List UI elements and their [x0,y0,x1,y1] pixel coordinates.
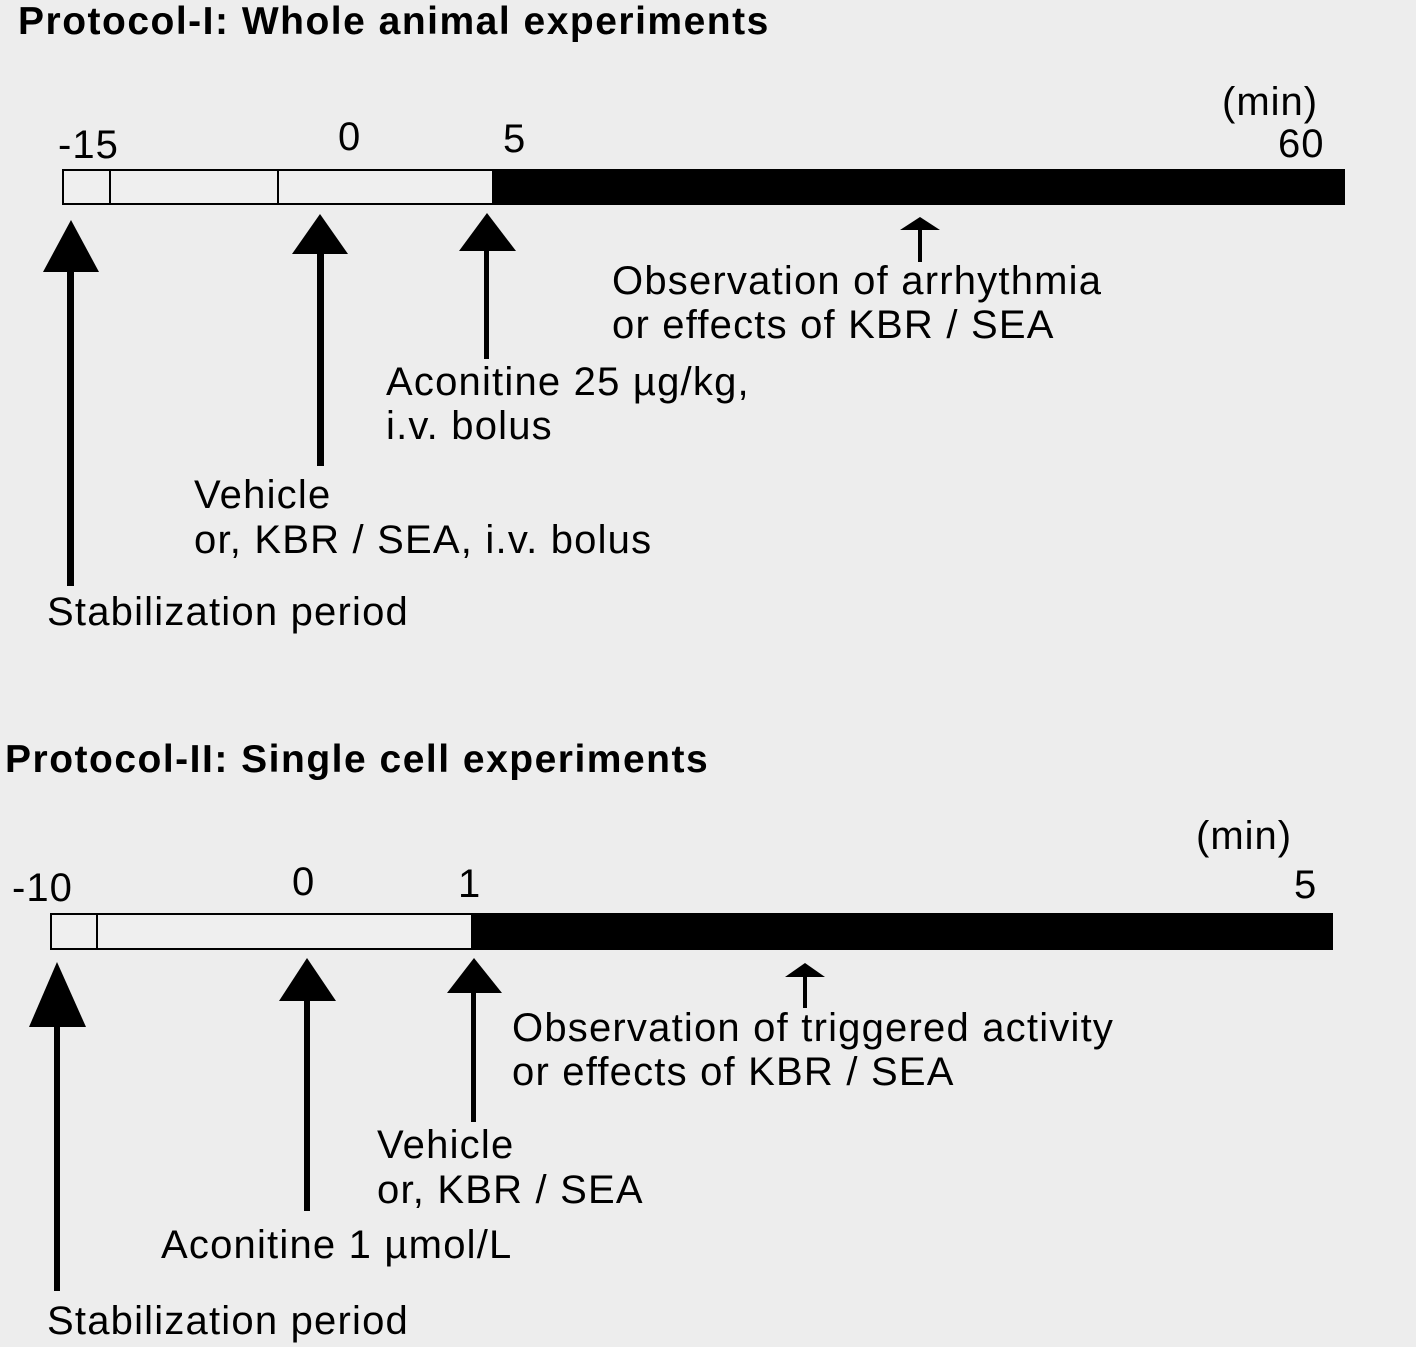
protocol-1: Protocol-I: Whole animal experiments -15… [18,0,1345,634]
observation-segment [493,169,1345,205]
tick-1: 1 [458,862,481,906]
unit-label: (min) [1196,814,1292,858]
stabilization-label: Stabilization period [47,590,409,634]
arrow-up-icon [43,220,99,586]
observation-label-line2: or effects of KBR / SEA [612,303,1055,347]
tick-minus-10: -10 [12,866,73,910]
vehicle-label-line2: or, KBR / SEA, i.v. bolus [194,518,652,562]
arrow-up-icon [279,958,336,1211]
vehicle-label-line2: or, KBR / SEA [377,1168,644,1212]
tick-0: 0 [338,115,361,159]
arrow-up-icon [292,214,348,466]
timeline-bar [62,169,1345,205]
unit-label: (min) [1222,80,1318,124]
tick-0: 0 [292,860,315,904]
aconitine-label: Aconitine 1 µmol/L [161,1223,512,1267]
aconitine-label-line1: Aconitine 25 µg/kg, [386,360,750,404]
tick-minus-15: -15 [58,123,119,167]
tick-5: 5 [1294,863,1317,907]
arrow-up-icon [29,962,86,1291]
tick-60: 60 [1278,122,1325,166]
observation-label-line2: or effects of KBR / SEA [512,1050,955,1094]
protocol-1-title: Protocol-I: Whole animal experiments [18,0,770,43]
stabilization-label: Stabilization period [47,1299,409,1343]
protocol-2: Protocol-II: Single cell experiments -10… [5,738,1333,1343]
arrow-up-icon [459,213,516,359]
vehicle-label-line1: Vehicle [377,1123,514,1167]
pre-treatment-segment [50,913,473,950]
timeline-bar [50,913,1333,950]
arrow-up-icon [447,958,502,1122]
protocol-2-title: Protocol-II: Single cell experiments [5,738,709,781]
aconitine-label-line2: i.v. bolus [386,404,553,448]
observation-segment [472,913,1333,950]
observation-label-line1: Observation of triggered activity [512,1006,1114,1050]
arrow-up-icon [900,217,940,262]
arrow-up-icon [785,963,825,1008]
observation-label-line1: Observation of arrhythmia [612,259,1102,303]
vehicle-label-line1: Vehicle [194,473,331,517]
tick-5: 5 [503,117,526,161]
